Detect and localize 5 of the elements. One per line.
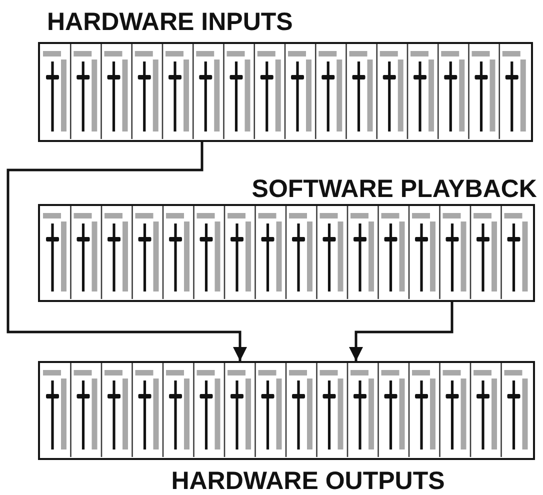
connector-arrow [6,142,247,361]
connector-arrow [349,302,454,361]
panel-heading: HARDWARE OUTPUTS [171,469,445,494]
panel-heading: SOFTWARE PLAYBACK [252,177,537,202]
panel-heading: HARDWARE INPUTS [47,10,293,35]
